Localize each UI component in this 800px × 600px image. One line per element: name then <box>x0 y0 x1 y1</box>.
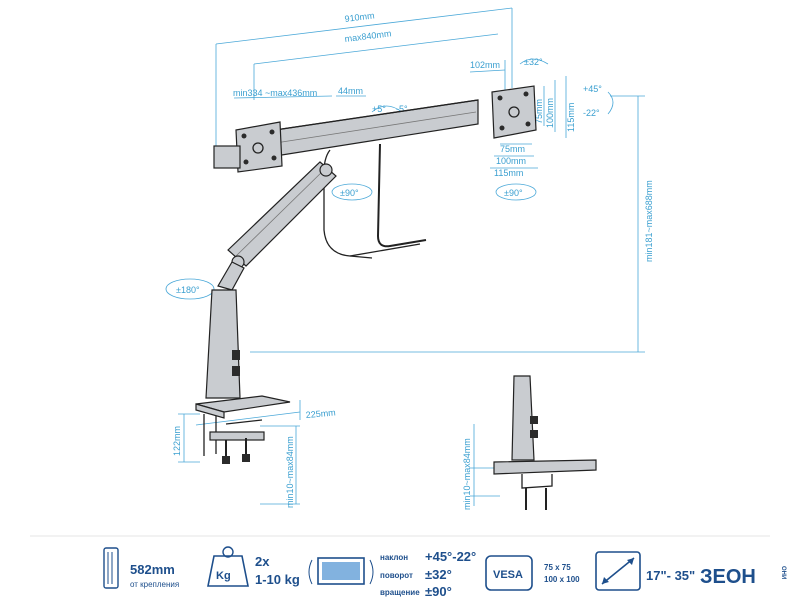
height-value: 582mm <box>130 562 175 577</box>
dim-334-436-label: min334 ~max436mm <box>233 88 317 98</box>
dim-height-range: min181~max688mm <box>250 95 654 353</box>
dim-clamp-depth: 225mm <box>195 400 336 426</box>
movement-arrows-icon <box>308 559 374 585</box>
vesa-size-1: 75 x 75 <box>544 563 571 572</box>
head-rotate-label: ±90° <box>504 188 523 198</box>
dim-vesa-heights: 75mm 100mm 115mm <box>534 76 576 138</box>
tilt-down-label: -22° <box>583 108 600 118</box>
pole <box>205 289 241 399</box>
desk-range-right-label: min10~max84mm <box>462 438 472 510</box>
brand-logo: ЗЕОН ОНИ <box>700 566 786 588</box>
logo-text: ЗЕОН <box>700 566 756 588</box>
dim-44-label: 44mm <box>338 86 363 96</box>
screen-diagonal-icon <box>595 551 641 591</box>
crossbar <box>247 99 479 161</box>
swivel-spec-value: ±32° <box>425 567 452 582</box>
height-caption: от крепления <box>130 580 179 589</box>
vesa-spec: VESA 75 x 75 100 x 100 <box>485 555 580 591</box>
weight-icon <box>207 555 249 587</box>
weight-icon-label: Kg <box>216 570 231 582</box>
tilt-value: +45°-22° <box>425 549 476 564</box>
rotate-spec-value: ±90° <box>425 584 452 599</box>
base-rotate-indicator: ±180° <box>165 278 215 300</box>
right-vesa-plate <box>491 85 537 139</box>
swivel-label: ±32° <box>524 57 543 67</box>
height-bar-icon <box>103 547 119 589</box>
tilt-label: наклон <box>380 553 408 562</box>
vesa-icon <box>485 555 533 591</box>
support-frame <box>322 143 427 259</box>
dim-vesa-widths: 75mm 100mm 115mm <box>490 143 538 178</box>
vesa-size-2: 100 x 100 <box>544 575 580 584</box>
bar-plus5-label: +5° <box>372 104 386 114</box>
base-plate <box>195 395 291 419</box>
monitor-outline-icon <box>317 557 365 585</box>
weight-range: 1-10 kg <box>255 572 300 587</box>
bar-tilt-indicator: +5° -5° <box>371 104 408 114</box>
vesa-h75-label: 75mm <box>534 99 544 124</box>
lower-arm <box>217 261 245 291</box>
vesa-label: VESA <box>493 569 523 581</box>
height-range-label: min181~max688mm <box>644 180 654 262</box>
vesa-w75-label: 75mm <box>500 144 525 154</box>
weight-spec: Kg 2x 1-10 kg <box>207 546 300 587</box>
dim-840-label: max840mm <box>344 28 392 44</box>
swivel-spec-label: поворот <box>380 571 413 580</box>
clamp-height-label: 122mm <box>172 426 182 456</box>
vesa-w100-label: 100mm <box>496 156 526 166</box>
head-rotate-indicator: ±90° <box>495 183 537 201</box>
vesa-w115-label: 115mm <box>494 168 523 178</box>
vesa-h115-label: 115mm <box>566 103 576 132</box>
vesa-h100-label: 100mm <box>545 98 555 128</box>
dim-102-label: 102mm <box>470 60 500 70</box>
gas-spring-arm <box>227 161 337 269</box>
desk-clamp-left <box>203 414 265 464</box>
clamp-depth-label: 225mm <box>305 407 336 420</box>
desk-range-left-label: min10~max84mm <box>285 436 295 508</box>
base-rotate-label: ±180° <box>176 285 200 295</box>
tilt-up-label: +45° <box>583 84 602 94</box>
logo-side-text: ОНИ <box>780 566 786 579</box>
dim-arm-range: min334 ~max436mm 44mm <box>233 86 366 99</box>
dim-total-width: 910mm <box>215 7 513 150</box>
height-spec: 582mm от крепления <box>103 547 179 589</box>
left-vesa-plate <box>213 121 283 173</box>
dim-910-label: 910mm <box>344 10 375 24</box>
bar-rotate-indicator: ±90° <box>331 183 373 201</box>
bar-minus5-label: -5° <box>396 104 408 114</box>
rotate-spec-label: вращение <box>380 588 420 597</box>
dim-desk-range-left: min10~max84mm <box>260 425 300 508</box>
swivel-indicator: ±32° <box>519 57 549 67</box>
monitor-count: 2x <box>255 554 270 569</box>
side-view <box>493 375 597 510</box>
dim-head-offset: 102mm <box>469 60 506 94</box>
bar-rotate-label: ±90° <box>340 188 359 198</box>
screen-size-spec: 17"- 35" <box>595 551 695 591</box>
screen-range: 17"- 35" <box>646 568 695 583</box>
movement-spec: наклон +45°-22° поворот ±32° вращение ±9… <box>308 549 476 599</box>
dim-clamp-height: 122mm <box>172 413 200 463</box>
tilt-indicator: +45° -22° <box>583 84 614 118</box>
